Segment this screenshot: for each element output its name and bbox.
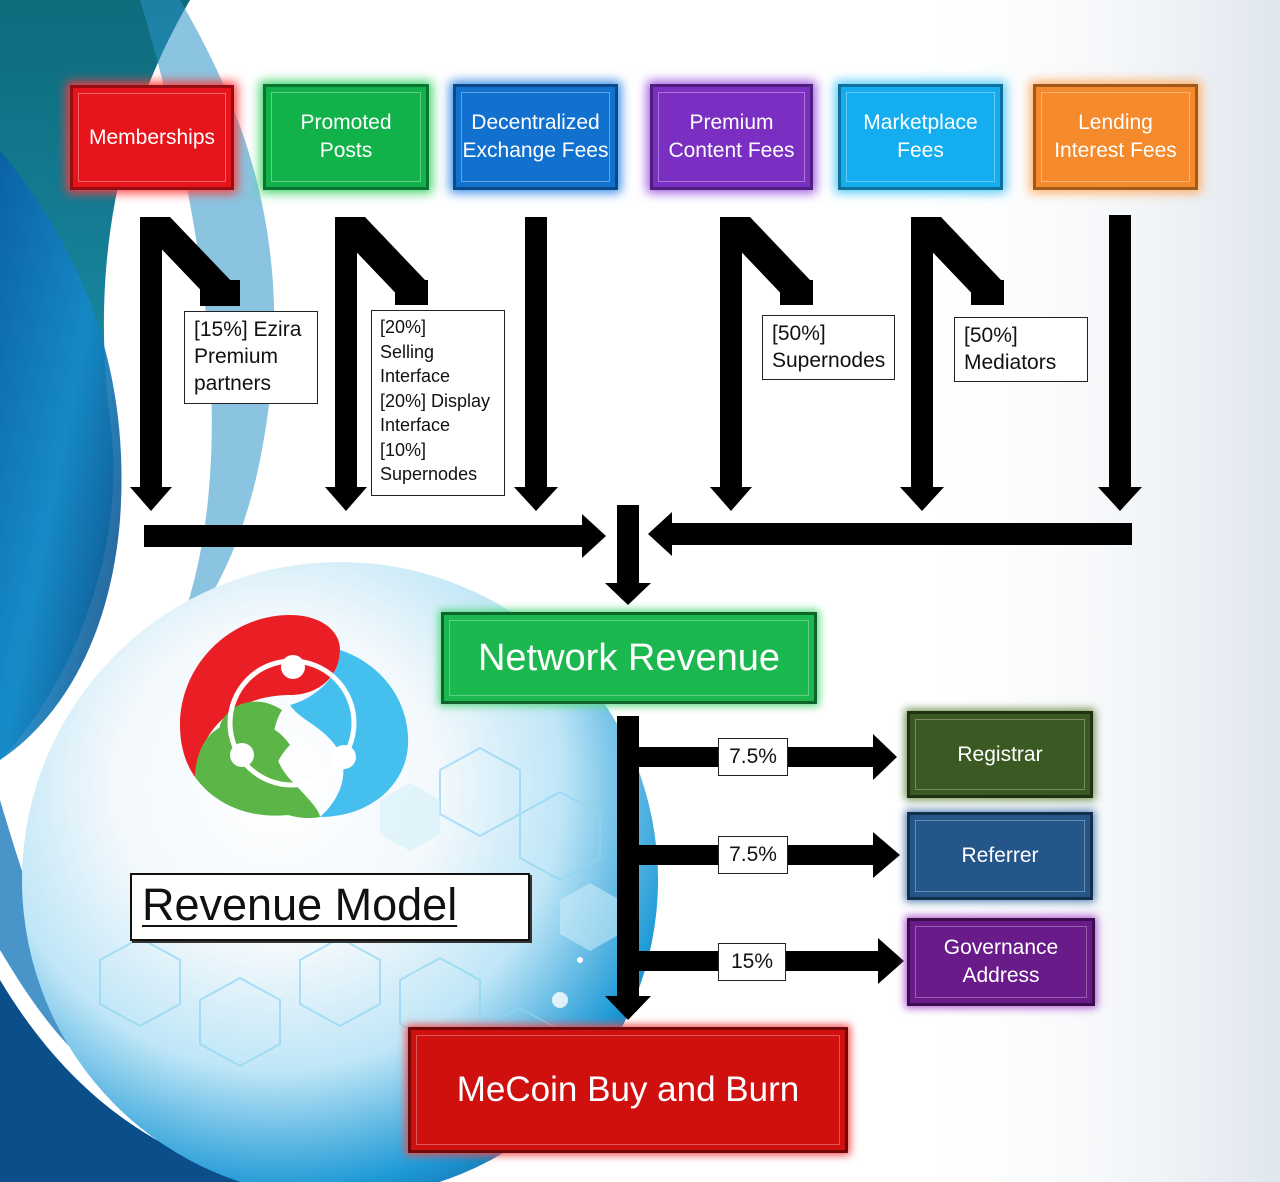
decentralized-exchange-box: Decentralized Exchange Fees xyxy=(453,84,618,190)
marketplace-note: [50%] Mediators xyxy=(954,317,1088,382)
premium-content-label: Premium Content Fees xyxy=(668,111,795,162)
mecoin-buy-burn-label: MeCoin Buy and Burn xyxy=(456,1070,800,1109)
network-revenue-label: Network Revenue xyxy=(477,637,781,679)
revenue-model-title-box: Revenue Model xyxy=(130,873,530,941)
network-revenue-box: Network Revenue xyxy=(441,612,817,704)
referrer-percent: 7.5% xyxy=(718,836,788,874)
registrar-label: Registrar xyxy=(957,742,1043,766)
referrer-label: Referrer xyxy=(961,844,1039,867)
memberships-box: Memberships xyxy=(70,85,234,190)
promoted-posts-label: Promoted Posts xyxy=(300,111,392,162)
lending-box: Lending Interest Fees xyxy=(1033,84,1198,190)
registrar-box: Registrar xyxy=(907,711,1093,798)
revenue-model-title: Revenue Model xyxy=(142,879,458,930)
mecoin-buy-burn-box: MeCoin Buy and Burn xyxy=(408,1027,848,1153)
marketplace-box: Marketplace Fees xyxy=(838,84,1003,190)
decentralized-exchange-label: Decentralized Exchange Fees xyxy=(462,111,609,162)
memberships-label: Memberships xyxy=(88,125,216,149)
governance-label: Governance Address xyxy=(943,936,1059,987)
ezira-note: [15%] Ezira Premium partners xyxy=(184,311,318,404)
lending-label: Lending Interest Fees xyxy=(1054,111,1177,162)
governance-percent: 15% xyxy=(718,943,786,981)
promoted-posts-box: Promoted Posts xyxy=(263,84,429,190)
promoted-note: [20%] Selling Interface [20%] Display In… xyxy=(371,310,505,496)
governance-box: Governance Address xyxy=(907,918,1095,1006)
registrar-percent: 7.5% xyxy=(718,738,788,776)
premium-note: [50%] Supernodes xyxy=(762,315,895,380)
marketplace-label: Marketplace Fees xyxy=(863,111,978,162)
referrer-box: Referrer xyxy=(907,812,1093,900)
premium-content-box: Premium Content Fees xyxy=(650,84,813,190)
three-swirl-logo-icon xyxy=(180,615,409,819)
